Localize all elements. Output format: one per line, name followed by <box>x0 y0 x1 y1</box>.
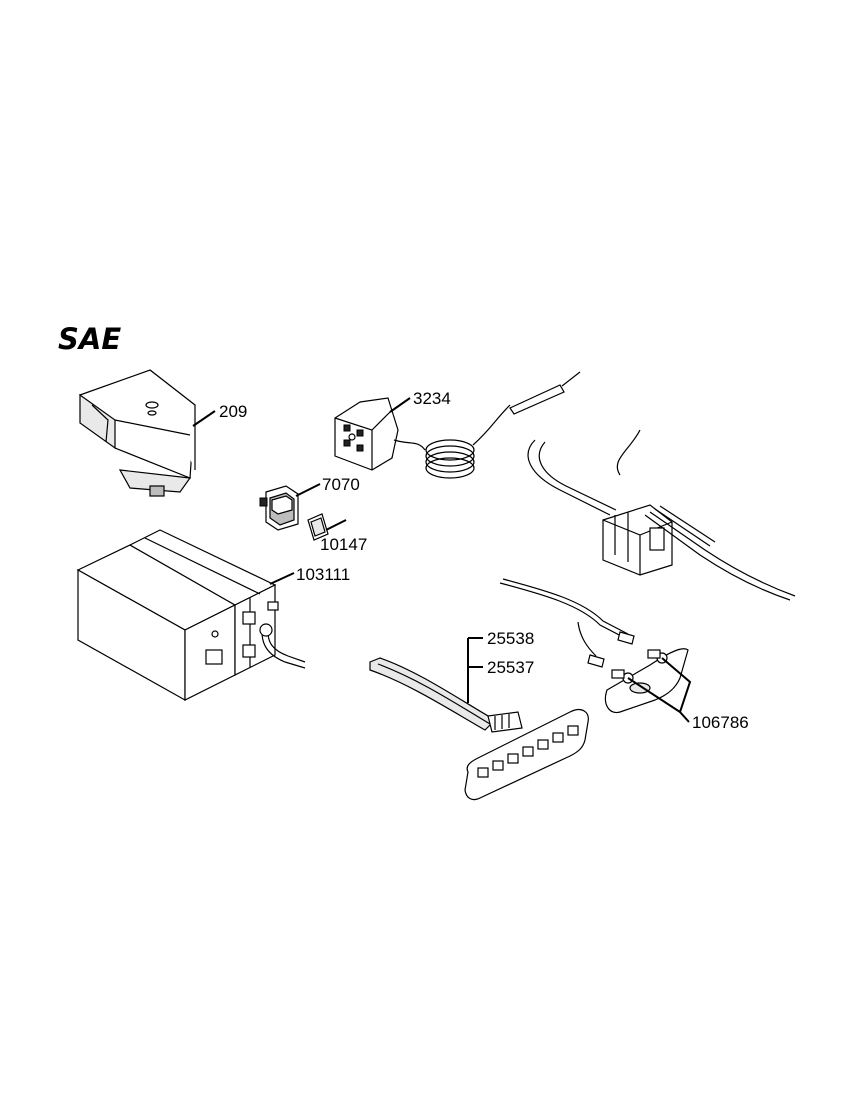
callout-10147: 10147 <box>320 535 367 554</box>
callout-7070: 7070 <box>322 475 360 494</box>
callout-209: 209 <box>219 402 247 421</box>
wiring-harness-part <box>527 429 796 601</box>
ribbon-keypad-part <box>369 657 589 801</box>
cover-part <box>79 369 196 497</box>
transformer-part <box>76 529 306 702</box>
leader-106786 <box>627 657 692 723</box>
rocker-switch-part <box>259 485 299 531</box>
leader-25538-25537 <box>467 637 483 703</box>
callout-3234: 3234 <box>413 389 451 408</box>
callout-103111: 103111 <box>296 565 350 584</box>
switch-window-part <box>307 513 329 541</box>
callout-25537: 25537 <box>487 658 534 677</box>
thermostat-part <box>334 371 581 479</box>
leader-10147 <box>325 519 347 531</box>
leader-3234 <box>389 397 411 413</box>
callout-106786: 106786 <box>692 713 749 732</box>
leader-209 <box>192 410 216 427</box>
callout-25538: 25538 <box>487 629 534 648</box>
leader-103111 <box>269 572 295 585</box>
leader-7070 <box>295 483 321 497</box>
lamp-socket-part <box>499 578 689 714</box>
diagram-title: SAE <box>58 322 122 356</box>
